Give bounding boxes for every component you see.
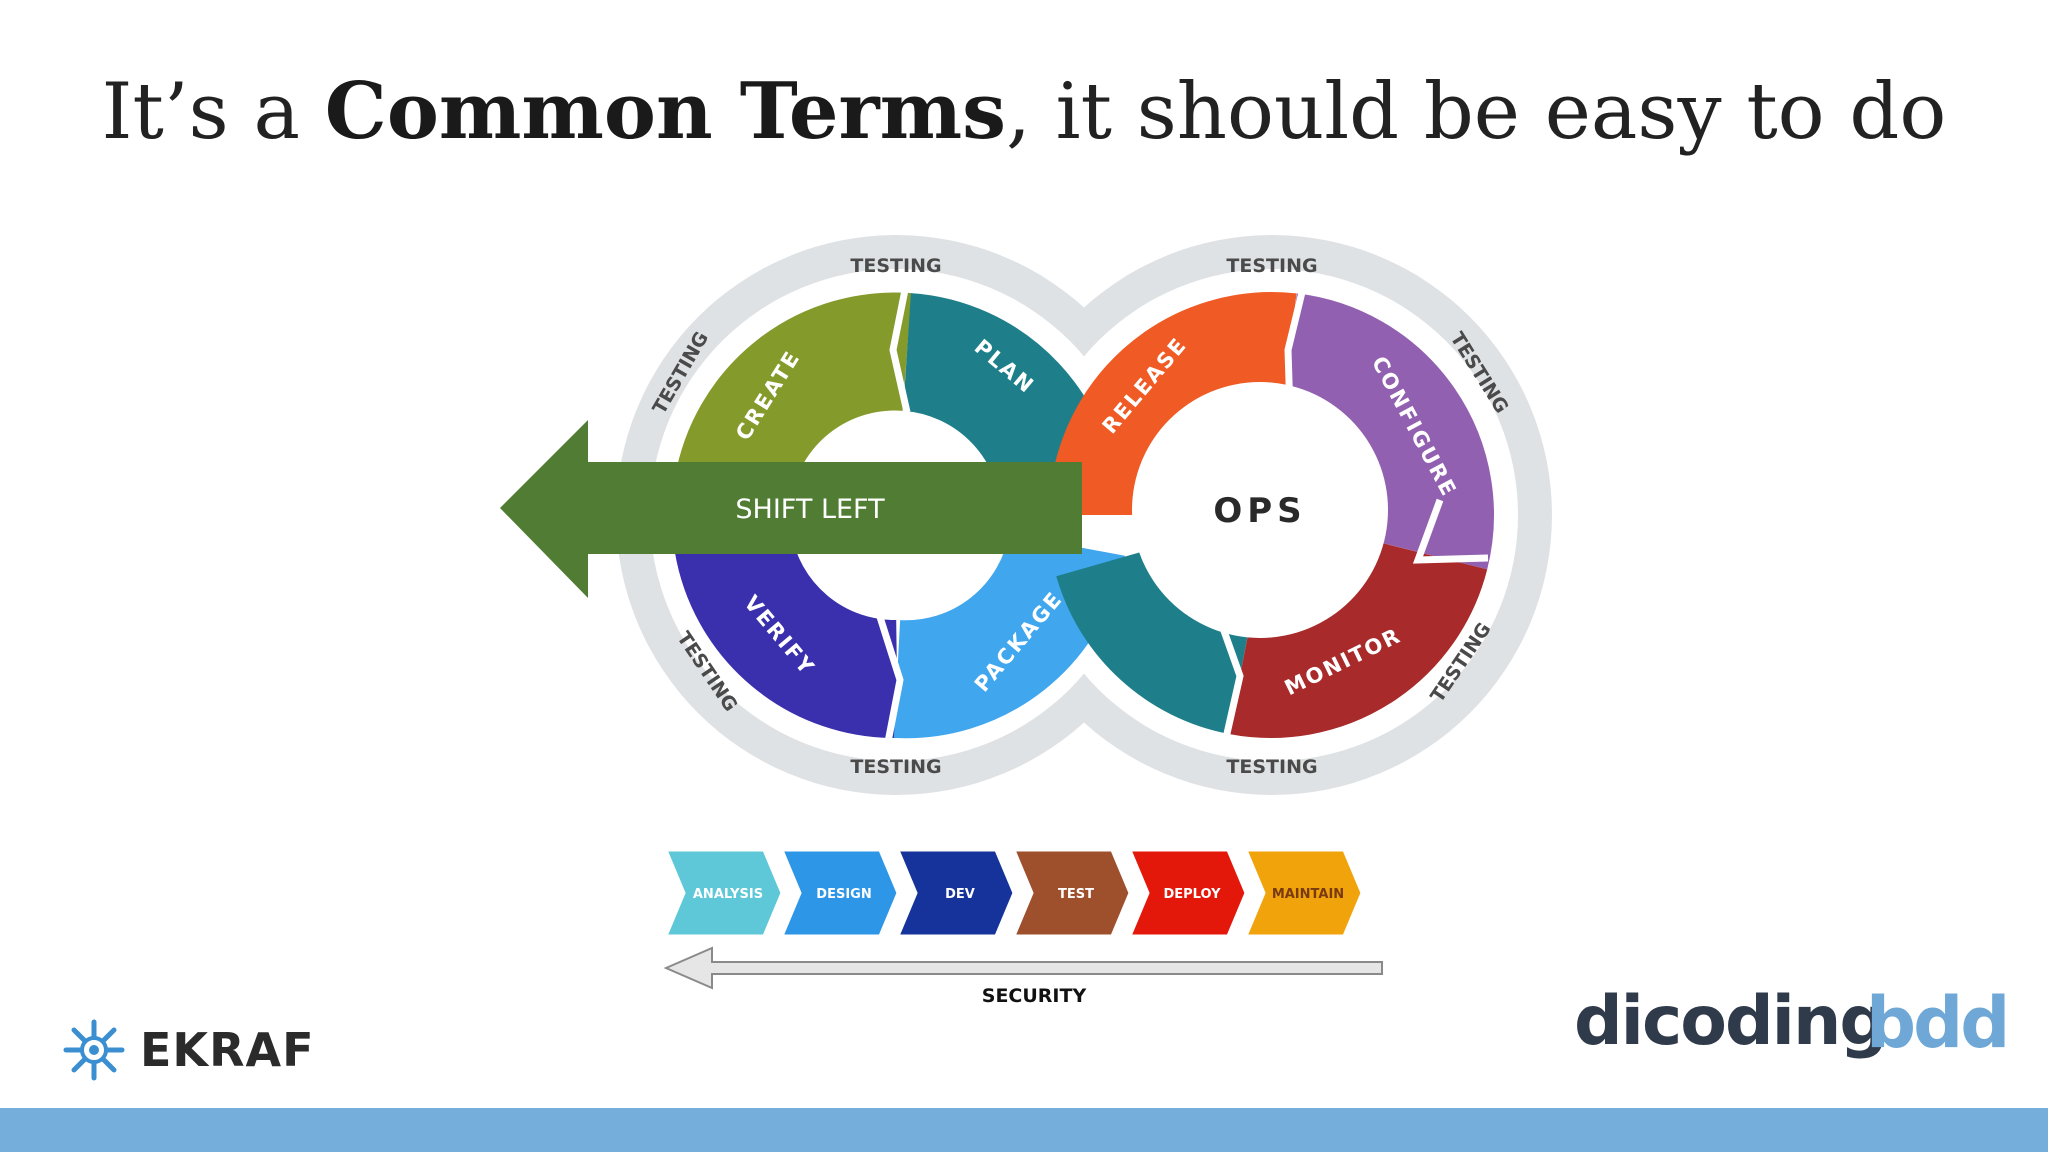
shift-left-label: SHIFT LEFT xyxy=(735,494,885,525)
slide-title: It’s a Common Terms, it should be easy t… xyxy=(0,66,2048,157)
pipeline-label-maintain: MAINTAIN xyxy=(1272,887,1344,902)
testing-label-top-right: TESTING xyxy=(1226,255,1317,277)
shift-left-arrow: SHIFT LEFT xyxy=(500,420,1082,598)
ops-teal-segment xyxy=(1056,542,1253,734)
title-emphasis: Common Terms xyxy=(324,66,1007,157)
pipeline-label-design: DESIGN xyxy=(816,887,871,902)
title-suffix: , it should be easy to do xyxy=(1006,67,1947,157)
bdd-logo: bdd xyxy=(1866,982,2010,1064)
pipeline-step-maintain xyxy=(1243,848,1364,938)
pipeline: ANALYSIS DESIGN DEV TEST DEPLOY MAINTAIN xyxy=(663,848,1364,938)
release-segment xyxy=(1049,292,1297,517)
pipeline-step-dev xyxy=(895,848,1016,938)
pipeline-label-deploy: DEPLOY xyxy=(1163,887,1221,902)
segment-separators xyxy=(876,287,1489,743)
dicoding-logo: dicoding xyxy=(1574,982,1888,1061)
testing-label-bottom-right: TESTING xyxy=(1226,756,1317,778)
footer-bar xyxy=(0,1108,2048,1152)
ekraf-snowflake-icon xyxy=(63,1019,125,1081)
testing-label-top-left: TESTING xyxy=(850,255,941,277)
create-segment xyxy=(674,292,912,500)
pipeline-label-analysis: ANALYSIS xyxy=(693,887,763,902)
verify-segment xyxy=(674,530,898,738)
pipeline-step-analysis xyxy=(663,848,784,938)
pipeline-step-test xyxy=(1011,848,1132,938)
pipeline-label-dev: DEV xyxy=(945,887,975,902)
security-label: SECURITY xyxy=(982,985,1087,1007)
title-prefix: It’s a xyxy=(101,67,325,157)
pipeline-step-deploy xyxy=(1127,848,1248,938)
testing-label-bottom-left: TESTING xyxy=(850,756,941,778)
ekraf-logo: EKRAF xyxy=(62,1012,315,1088)
ops-label: OPS xyxy=(1213,491,1306,531)
ekraf-wordmark: EKRAF xyxy=(140,1023,315,1077)
security-arrow: SECURITY xyxy=(663,946,1383,1007)
pipeline-label-test: TEST xyxy=(1058,887,1094,902)
pipeline-step-design xyxy=(779,848,900,938)
monitor-segment xyxy=(1228,538,1488,738)
